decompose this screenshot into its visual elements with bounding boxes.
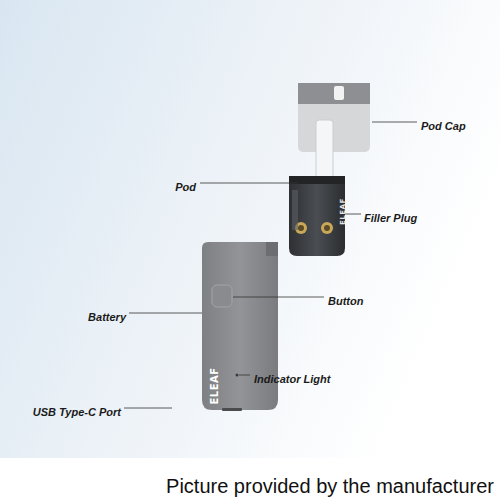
label-holder: ELEAF [204, 365, 222, 404]
part-label: Battery [88, 311, 126, 323]
label-holder: Pod Cap [421, 116, 467, 134]
part-label: Indicator Light [254, 373, 330, 385]
part-label: Filler Plug [364, 212, 417, 224]
part-label: USB Type-C Port [33, 406, 121, 418]
label-holder: Button [328, 291, 365, 309]
label-holder: Indicator Light [254, 369, 332, 387]
part-label: Pod [175, 181, 196, 193]
source-note: Picture provided by the manufacturer [166, 475, 494, 497]
label-holder: Picture provided by the manufacturer [166, 474, 495, 498]
brand-mark: ELEAF [339, 198, 347, 225]
label-holder: USB Type-C Port [33, 402, 123, 420]
part-label: Button [328, 295, 363, 307]
brand-mark: ELEAF [209, 367, 220, 404]
label-holder: Pod [175, 177, 197, 195]
label-holder: Battery [88, 307, 127, 325]
part-label: Pod Cap [421, 120, 466, 132]
label-holder: ELEAF [331, 197, 349, 225]
label-holder: Filler Plug [364, 208, 419, 226]
